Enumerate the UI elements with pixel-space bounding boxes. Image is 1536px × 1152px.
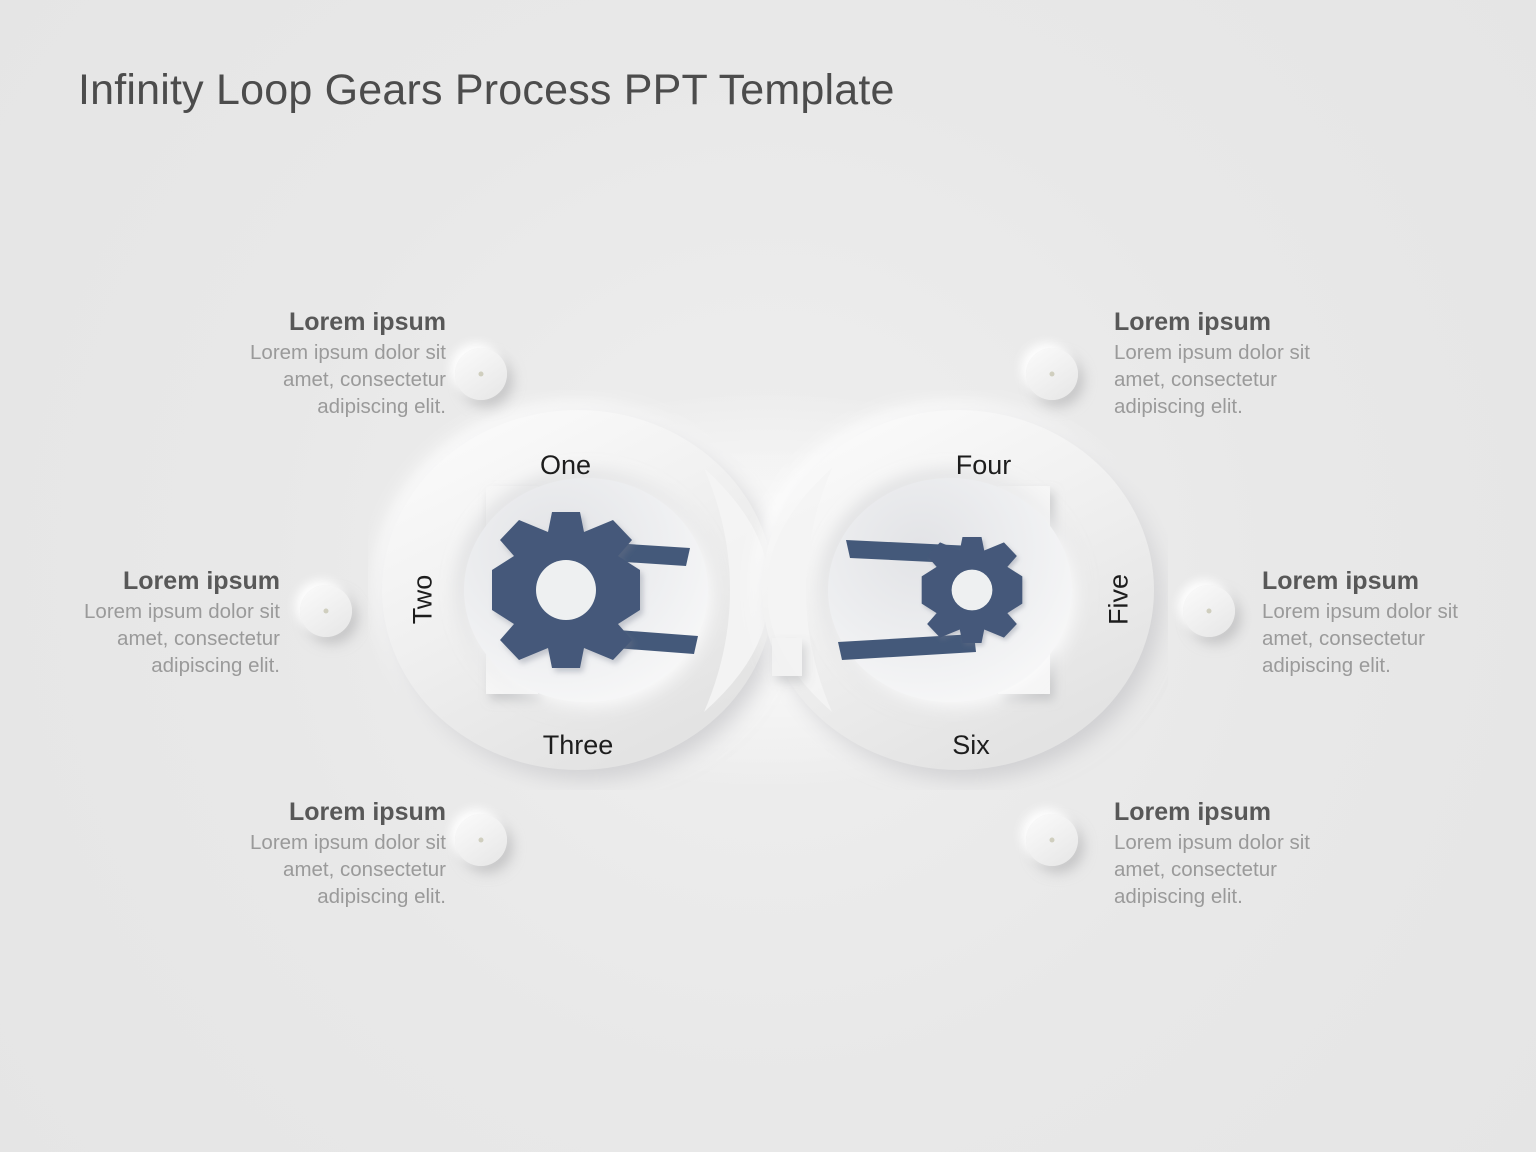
- loop-center-notch: [754, 638, 802, 676]
- gear-left-hub: [536, 560, 596, 620]
- text-block-top-right[interactable]: Lorem ipsum Lorem ipsum dolor sit amet, …: [1114, 308, 1364, 420]
- stage-label-one: One: [539, 450, 592, 480]
- gear-left: [492, 512, 640, 668]
- text-block-body: Lorem ipsum dolor sit amet, consectetur …: [250, 830, 446, 908]
- stage-label-four: Four: [955, 450, 1012, 480]
- text-block-middle-right[interactable]: Lorem ipsum Lorem ipsum dolor sit amet, …: [1262, 567, 1512, 679]
- text-block-heading: Lorem ipsum: [289, 798, 446, 826]
- text-block-body: Lorem ipsum dolor sit amet, consectetur …: [250, 340, 446, 418]
- page-title: Infinity Loop Gears Process PPT Template: [78, 66, 895, 114]
- text-block-body: Lorem ipsum dolor sit amet, consectetur …: [1114, 830, 1310, 908]
- connector-dot-middle-left[interactable]: [300, 585, 352, 637]
- connector-dot-bottom-left[interactable]: [455, 814, 507, 866]
- connector-dot-top-left[interactable]: [455, 348, 507, 400]
- belt-right-lower: [838, 634, 976, 660]
- infinity-loop-svg: [368, 390, 1168, 790]
- text-block-body: Lorem ipsum dolor sit amet, consectetur …: [1262, 599, 1458, 677]
- text-block-heading: Lorem ipsum: [1262, 567, 1419, 595]
- gear-right-hub: [951, 569, 993, 611]
- stage-label-six: Six: [952, 730, 990, 760]
- stage-label-two: Two: [407, 574, 438, 625]
- text-block-body: Lorem ipsum dolor sit amet, consectetur …: [84, 599, 280, 677]
- text-block-heading: Lorem ipsum: [1114, 798, 1271, 826]
- infinity-loop-diagram: [368, 390, 1168, 790]
- gear-right: [921, 536, 1023, 644]
- stage-label-five: Five: [1103, 574, 1134, 626]
- connector-dot-top-right[interactable]: [1026, 348, 1078, 400]
- connector-dot-middle-right[interactable]: [1183, 585, 1235, 637]
- text-block-middle-left[interactable]: Lorem ipsum Lorem ipsum dolor sit amet, …: [30, 567, 280, 679]
- text-block-bottom-left[interactable]: Lorem ipsum Lorem ipsum dolor sit amet, …: [196, 798, 446, 910]
- stage-label-three: Three: [542, 730, 614, 760]
- text-block-top-left[interactable]: Lorem ipsum Lorem ipsum dolor sit amet, …: [196, 308, 446, 420]
- text-block-heading: Lorem ipsum: [123, 567, 280, 595]
- text-block-heading: Lorem ipsum: [1114, 308, 1271, 336]
- loop-left-crossing: [704, 468, 769, 712]
- text-block-heading: Lorem ipsum: [289, 308, 446, 336]
- text-block-body: Lorem ipsum dolor sit amet, consectetur …: [1114, 340, 1310, 418]
- connector-dot-bottom-right[interactable]: [1026, 814, 1078, 866]
- text-block-bottom-right[interactable]: Lorem ipsum Lorem ipsum dolor sit amet, …: [1114, 798, 1364, 910]
